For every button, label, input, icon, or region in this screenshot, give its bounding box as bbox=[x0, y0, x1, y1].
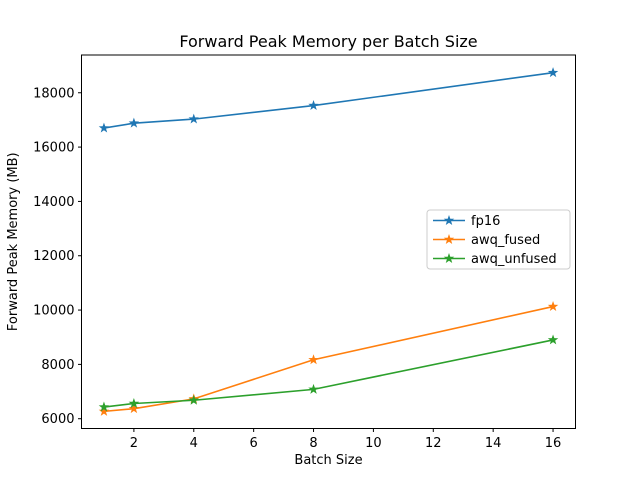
x-tick-label: 10 bbox=[365, 436, 382, 451]
data-point-marker-awq_unfused bbox=[308, 383, 319, 394]
y-tick-label: 12000 bbox=[33, 249, 74, 264]
y-tick-label: 10000 bbox=[33, 304, 74, 319]
data-point-marker-awq_fused bbox=[308, 354, 319, 365]
legend-marker bbox=[443, 215, 455, 225]
legend-box bbox=[426, 209, 571, 270]
data-point-marker-awq_unfused bbox=[98, 401, 110, 412]
legend-marker bbox=[443, 234, 455, 244]
series-line-awq_unfused bbox=[103, 339, 554, 408]
data-point-marker-fp16 bbox=[98, 122, 110, 133]
x-tick-label: 12 bbox=[425, 436, 442, 451]
data-point-marker-awq_fused bbox=[98, 405, 110, 416]
data-point-marker-awq_unfused bbox=[547, 334, 559, 345]
y-tick-label: 18000 bbox=[33, 86, 74, 101]
legend-label: awq_unfused bbox=[471, 252, 557, 267]
data-point-marker-awq_fused bbox=[128, 403, 140, 414]
data-point-marker-fp16 bbox=[308, 100, 319, 110]
x-axis-ticks: 2 4 6 8 10 12 14 16 bbox=[130, 428, 562, 451]
legend-marker bbox=[443, 253, 455, 263]
data-point-marker-awq_unfused bbox=[128, 398, 140, 408]
data-point-marker-fp16 bbox=[547, 67, 559, 78]
data-point-marker-awq_unfused bbox=[188, 394, 199, 405]
y-tick-label: 16000 bbox=[33, 141, 74, 156]
chart-title: Forward Peak Memory per Batch Size bbox=[179, 32, 477, 51]
legend: fp16 awq_fused awq_unfused bbox=[426, 209, 571, 270]
series-line-fp16 bbox=[103, 71, 554, 129]
y-tick-label: 6000 bbox=[41, 412, 74, 427]
x-tick-label: 4 bbox=[190, 436, 198, 451]
series-line-awq_fused bbox=[103, 305, 554, 413]
y-axis-ticks: 6000 8000 10000 12000 14000 16000 18000 bbox=[33, 86, 82, 427]
data-point-marker-fp16 bbox=[188, 113, 199, 124]
y-axis-label: Forward Peak Memory (MB) bbox=[6, 152, 21, 331]
x-tick-label: 6 bbox=[250, 436, 258, 451]
x-tick-label: 14 bbox=[485, 436, 502, 451]
data-point-marker-awq_fused bbox=[547, 301, 559, 311]
y-tick-label: 14000 bbox=[33, 195, 74, 210]
x-tick-label: 2 bbox=[130, 436, 138, 451]
series-group bbox=[98, 67, 559, 416]
plot-area-border bbox=[81, 54, 576, 429]
x-tick-label: 8 bbox=[309, 436, 317, 451]
data-point-marker-fp16 bbox=[128, 117, 140, 128]
legend-label: awq_fused bbox=[471, 233, 540, 248]
y-tick-label: 8000 bbox=[41, 358, 74, 373]
legend-label: fp16 bbox=[471, 214, 500, 229]
x-axis-label: Batch Size bbox=[294, 453, 362, 468]
x-tick-label: 16 bbox=[545, 436, 562, 451]
